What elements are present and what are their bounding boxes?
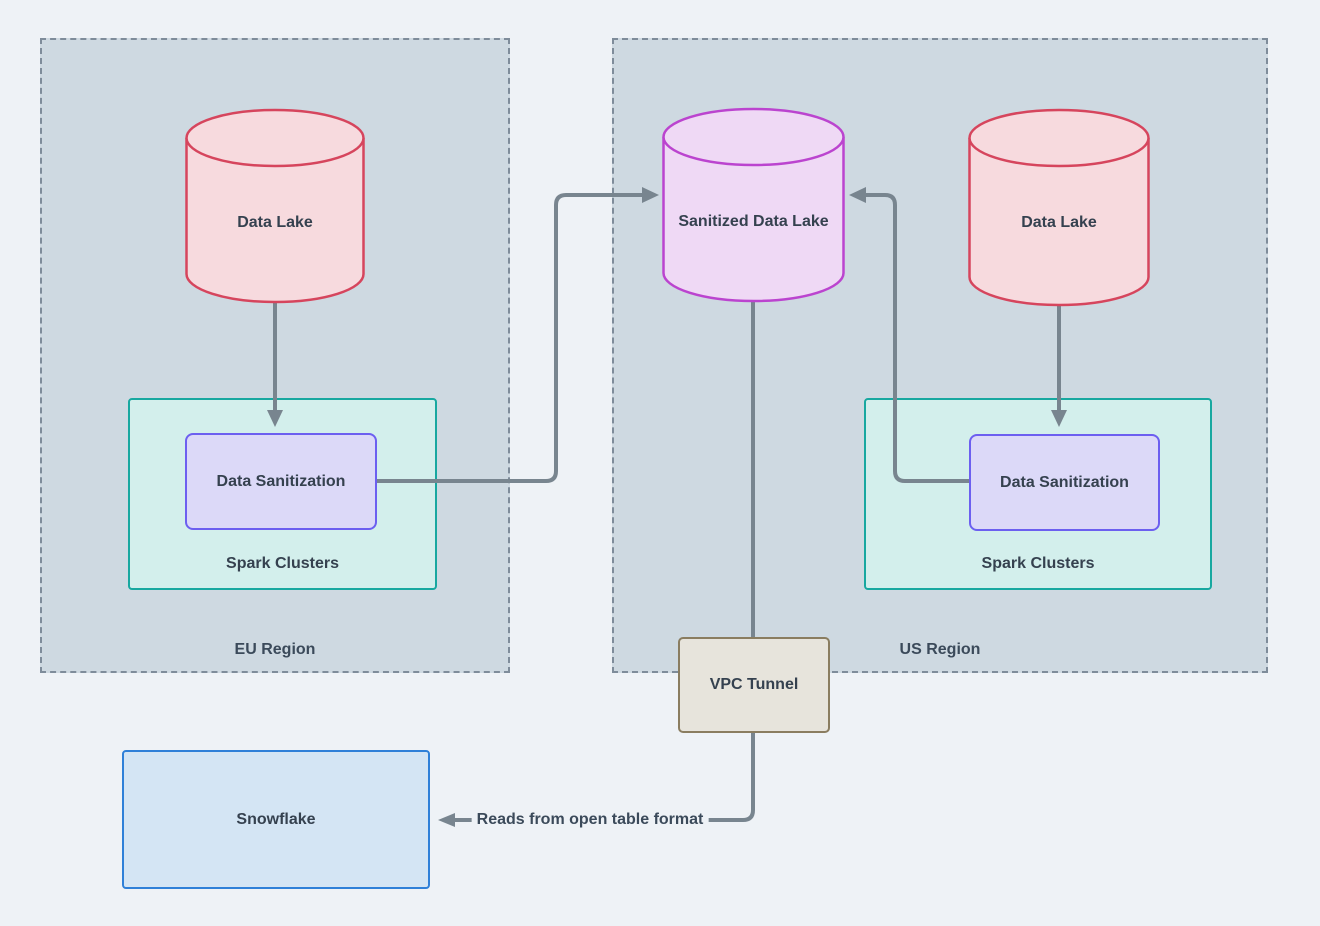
node-us-data-sanitization-label: Data Sanitization	[1000, 473, 1129, 491]
node-eu-spark-clusters-label: Spark Clusters	[226, 555, 339, 572]
region-us-label: US Region	[899, 641, 981, 658]
node-us-spark-clusters-label: Spark Clusters	[981, 555, 1095, 572]
node-eu-data-sanitization-label: Data Sanitization	[216, 472, 346, 490]
node-eu-data-lake: Data Lake	[185, 108, 365, 304]
node-sanitized-data-lake: Sanitized Data Lake	[662, 107, 845, 303]
node-eu-data-lake-label: Data Lake	[237, 214, 313, 231]
node-snowflake-label: Snowflake	[236, 810, 316, 828]
node-us-data-lake: Data Lake	[968, 108, 1150, 307]
node-snowflake: Snowflake	[122, 750, 430, 889]
cylinder-shape-icon	[662, 107, 845, 303]
node-vpc-tunnel-label: VPC Tunnel	[709, 676, 799, 693]
node-sanitized-data-lake-label: Sanitized Data Lake	[678, 213, 829, 230]
node-us-data-sanitization: Data Sanitization	[969, 434, 1160, 531]
cylinder-shape-icon	[968, 108, 1150, 307]
region-eu-label: EU Region	[234, 641, 316, 658]
edge-label-reads-open-table-format: Reads from open table format	[471, 809, 709, 831]
node-us-data-lake-label: Data Lake	[1021, 214, 1097, 231]
node-eu-data-sanitization: Data Sanitization	[185, 433, 377, 530]
cylinder-shape-icon	[185, 108, 365, 304]
node-vpc-tunnel: VPC Tunnel	[678, 637, 830, 733]
arrowhead-into-snowflake	[438, 813, 455, 827]
